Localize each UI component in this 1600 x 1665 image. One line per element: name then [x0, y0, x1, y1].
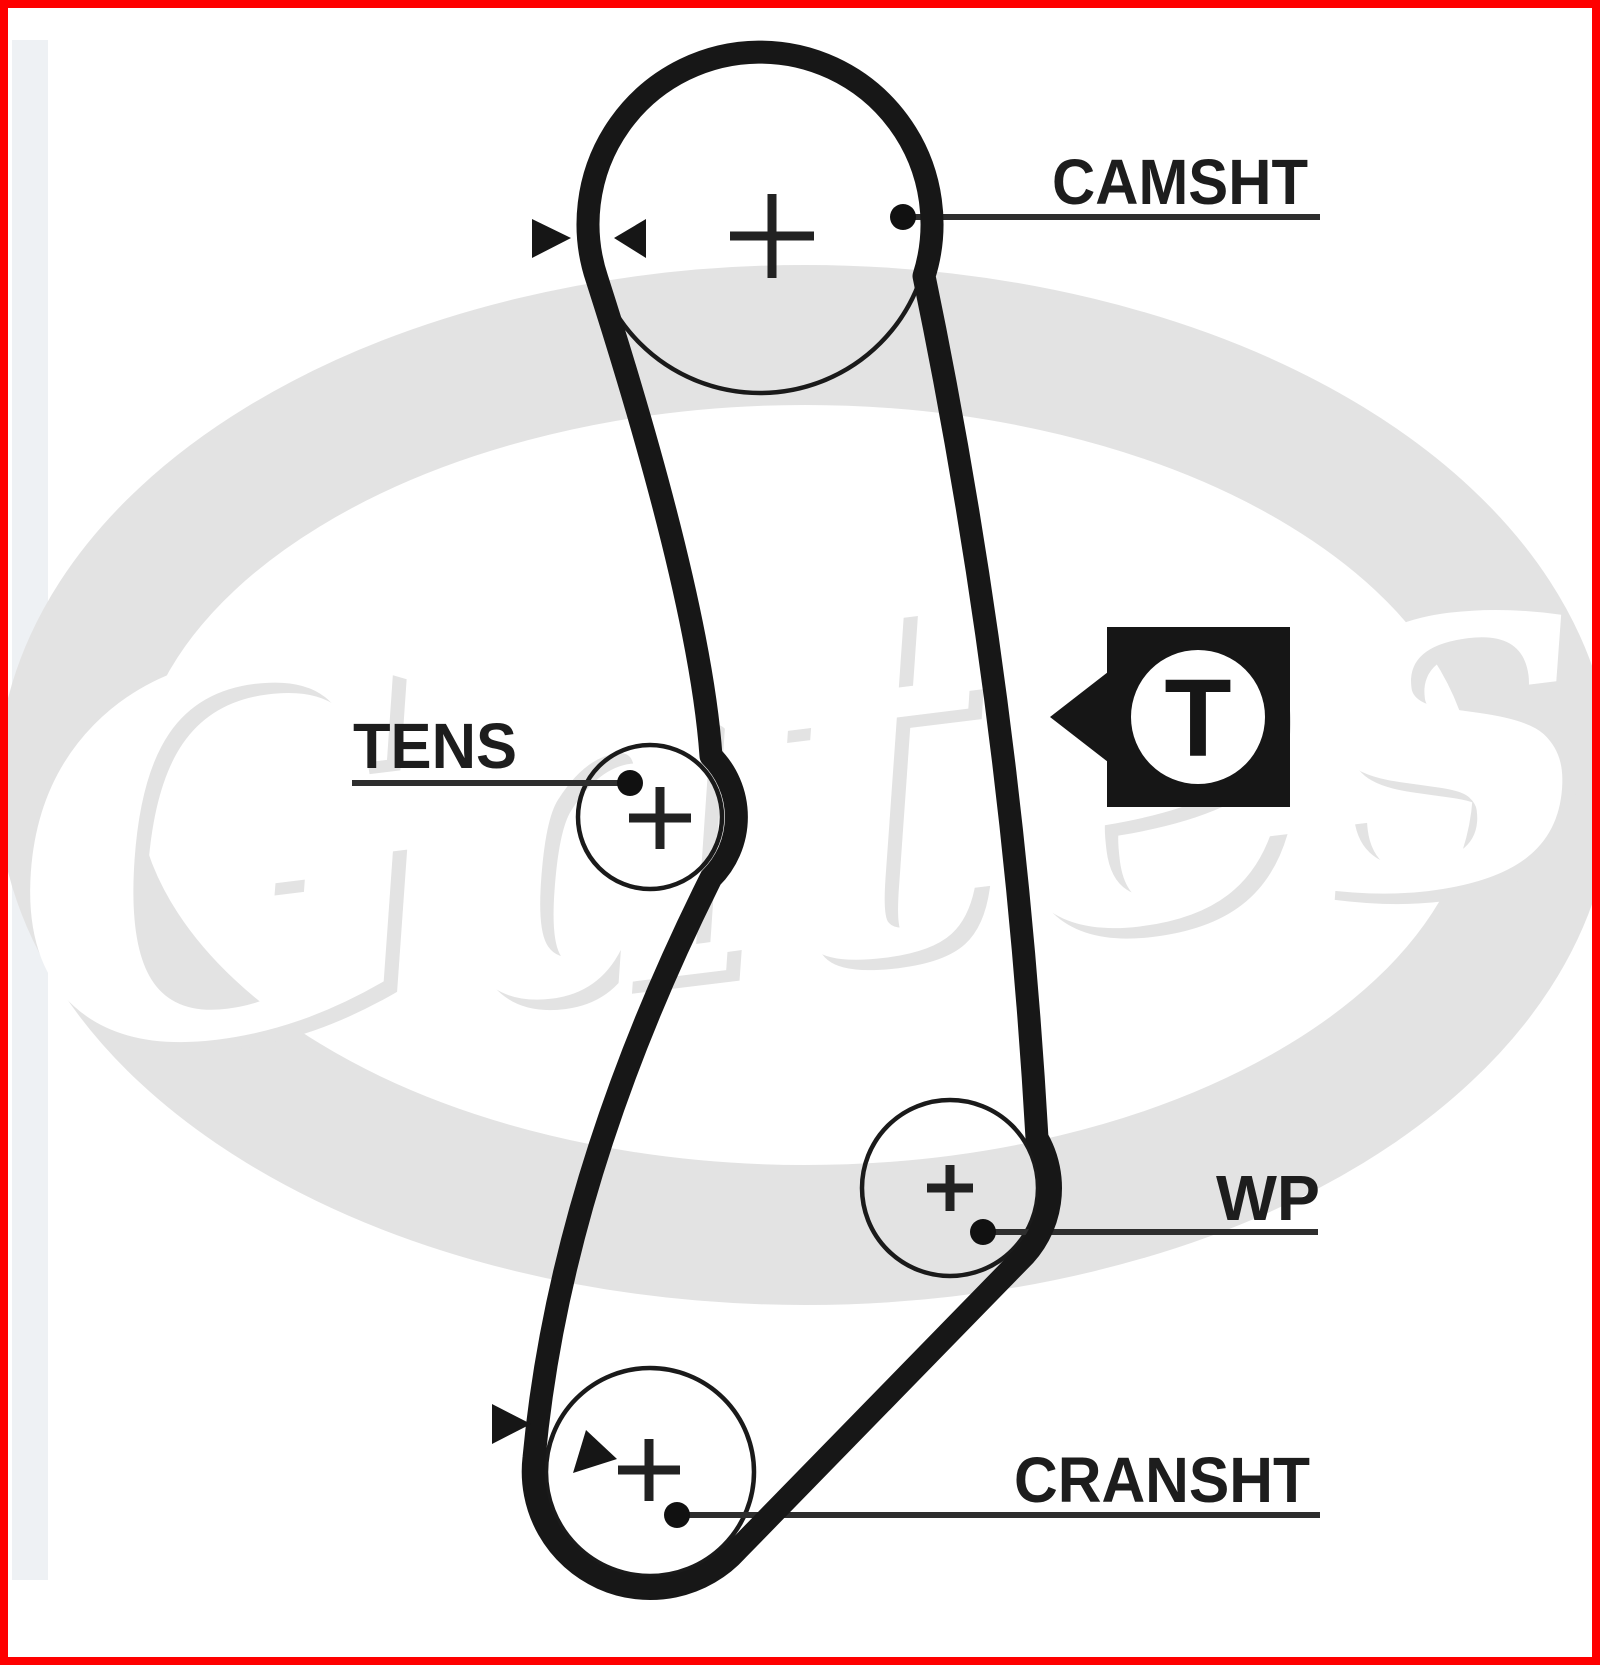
- camshaft-label: CAMSHT: [1052, 146, 1308, 218]
- badge-circle: [1131, 650, 1265, 784]
- gates-watermark: Gates Gates: [0, 265, 1600, 1305]
- tensioner-direction-badge: T: [1050, 627, 1290, 807]
- water-pump-label: WP: [1216, 1162, 1320, 1234]
- camshaft-leader-dot: [890, 204, 916, 230]
- crankshaft-center-cross-icon: [618, 1439, 680, 1501]
- tensioner-leader-dot: [617, 770, 643, 796]
- tensioner-leader: [352, 770, 643, 796]
- watermark-oval: [0, 265, 1600, 1305]
- camshaft-center-cross-icon: [730, 194, 814, 278]
- water-pump-leader-dot: [970, 1219, 996, 1245]
- crankshaft-mark-arrow-inner-icon: [573, 1430, 617, 1473]
- timing-belt: [521, 40, 1062, 1601]
- crankshaft-mark-arrow-outer-icon: [492, 1404, 531, 1444]
- tensioner-pulley: [575, 742, 725, 892]
- camshaft-mark-arrow-right-icon: [614, 219, 646, 258]
- crankshaft-label: CRANSHT: [1014, 1444, 1310, 1516]
- crankshaft-pulley: [543, 1365, 757, 1579]
- badge-letter: T: [1164, 657, 1231, 780]
- camshaft-mark-arrow-left-icon: [532, 219, 571, 258]
- water-pump-pulley: [859, 1097, 1041, 1279]
- crankshaft-leader-dot: [664, 1502, 690, 1528]
- camshaft-leader: [890, 204, 1320, 230]
- water-pump-center-cross-icon: [927, 1165, 973, 1211]
- tensioner-center-cross-icon: [629, 787, 691, 849]
- badge-arrow-left-icon: [1050, 672, 1108, 762]
- tensioner-label: TENS: [353, 710, 517, 782]
